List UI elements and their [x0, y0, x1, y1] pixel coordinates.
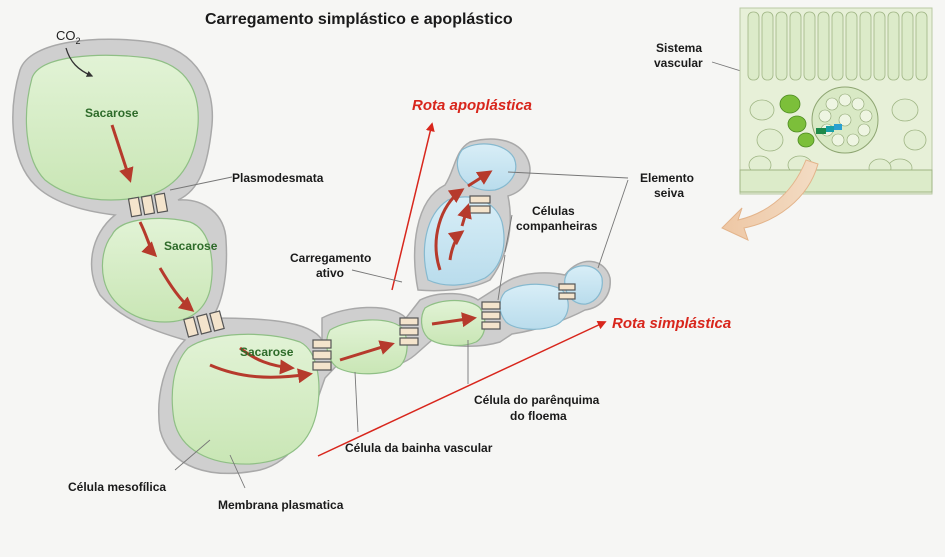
symplastic-route-arrow	[317, 320, 607, 457]
vascular-system-label-line2: vascular	[654, 56, 703, 70]
sucrose-flow-arrows	[110, 124, 493, 384]
plasmodesmata-connectors	[127, 192, 576, 371]
co2-arrow	[65, 47, 94, 77]
route-arrows	[317, 122, 607, 457]
sucrose-label-2: Sacarose	[164, 239, 218, 253]
apoplastic-route-arrow	[391, 122, 435, 291]
phloem-parenchyma-label-line1: Célula do parênquima	[474, 393, 600, 407]
co2-label: CO2	[56, 28, 81, 46]
apoplastic-route-label: Rota apoplástica	[412, 97, 532, 114]
plasma-membrane-label: Membrana plasmatica	[218, 498, 344, 512]
vascular-system-label-line1: Sistema	[656, 41, 702, 55]
bundle-sheath-label: Célula da bainha vascular	[345, 441, 493, 455]
companion-cells-label-line1: Células	[532, 204, 575, 218]
sieve-element-label-line1: Elemento	[640, 171, 694, 185]
mesophyll-label: Célula mesofílica	[68, 480, 166, 494]
plasmodesmata-label: Plasmodesmata	[232, 171, 324, 185]
companion-cells-label-line2: companheiras	[516, 219, 598, 233]
sucrose-label-3: Sacarose	[240, 345, 294, 359]
zoom-arrow	[721, 159, 819, 241]
diagram-title: Carregamento simplástico e apoplástico	[205, 11, 513, 28]
active-loading-label-line1: Carregamento	[290, 251, 371, 265]
sieve-element-label-line2: seiva	[654, 186, 684, 200]
sucrose-label-1: Sacarose	[85, 106, 139, 120]
active-loading-label-line2: ativo	[316, 266, 344, 280]
symplastic-route-label: Rota simplástica	[612, 315, 731, 332]
phloem-parenchyma-label-line2: do floema	[510, 409, 567, 423]
leaf-cross-section-inset	[721, 7, 933, 241]
